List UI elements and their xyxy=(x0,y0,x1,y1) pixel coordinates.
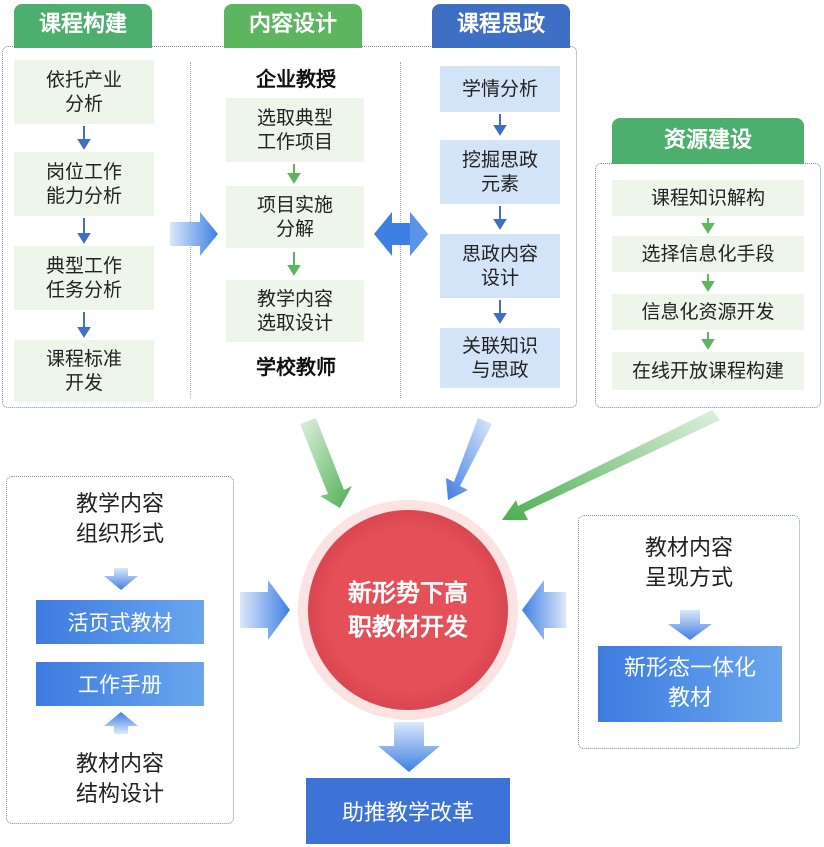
course-step-1: 依托产业 分析 xyxy=(14,60,154,124)
loose-leaf-button: 活页式教材 xyxy=(36,600,204,644)
teaching-reform-button: 助推教学改革 xyxy=(306,778,510,844)
content-step-3: 教学内容 选取设计 xyxy=(226,280,364,342)
ideology-step-4: 关联知识 与思政 xyxy=(440,328,560,388)
left-panel xyxy=(6,476,234,824)
course-step-2: 岗位工作 能力分析 xyxy=(14,152,154,216)
workbook-button: 工作手册 xyxy=(36,662,204,706)
tab-course-build: 课程构建 xyxy=(14,4,152,48)
resource-step-1: 课程知识解构 xyxy=(612,180,804,216)
center-circle xyxy=(308,510,508,710)
arrow-top-green xyxy=(300,418,352,508)
ideology-step-2: 挖掘思政 元素 xyxy=(440,140,560,204)
resource-step-3: 信息化资源开发 xyxy=(612,294,804,330)
school-label: 学校教师 xyxy=(256,355,336,379)
content-step-arrows xyxy=(287,164,301,276)
content-step-1: 选取典型 工作项目 xyxy=(226,98,364,162)
arrow-right-to-center xyxy=(522,580,566,640)
arrow-content-ideology xyxy=(374,212,428,256)
tab-resources: 资源建设 xyxy=(612,118,804,164)
arrow-resources-green xyxy=(502,410,720,520)
new-form-textbook-button: 新形态一体化 教材 xyxy=(598,646,782,722)
resource-step-2: 选择信息化手段 xyxy=(612,236,804,272)
structure-design-text: 教材内容 结构设计 xyxy=(75,752,164,807)
tab-content-design: 内容设计 xyxy=(224,4,362,48)
ideology-step-1: 学情分析 xyxy=(440,66,560,112)
ideology-step-3: 思政内容 设计 xyxy=(440,234,560,298)
content-step-2: 项目实施 分解 xyxy=(226,186,364,248)
right-panel xyxy=(578,515,800,749)
course-step-3: 典型工作 任务分析 xyxy=(14,246,154,310)
org-form-text: 教学内容 组织形式 xyxy=(75,492,164,547)
arrow-left-down xyxy=(104,568,138,590)
presentation-text: 教材内容 呈现方式 xyxy=(644,536,733,591)
arrow-center-down xyxy=(378,722,440,772)
arrow-left-up xyxy=(104,712,138,734)
center-title: 新形势下高 职教材开发 xyxy=(348,579,468,641)
tab-ideology: 课程思政 xyxy=(432,4,570,48)
arrow-right-down xyxy=(668,610,712,640)
arrow-course-to-content xyxy=(170,212,218,256)
course-step-4: 课程标准 开发 xyxy=(14,340,154,402)
arrow-top-blue xyxy=(446,418,492,500)
resource-step-arrows xyxy=(701,218,715,350)
arrow-left-to-center xyxy=(240,580,290,640)
enterprise-label: 企业教授 xyxy=(256,67,336,91)
resource-step-4: 在线开放课程构建 xyxy=(612,352,804,390)
course-step-arrows xyxy=(77,126,91,338)
ideology-step-arrows xyxy=(493,114,507,324)
